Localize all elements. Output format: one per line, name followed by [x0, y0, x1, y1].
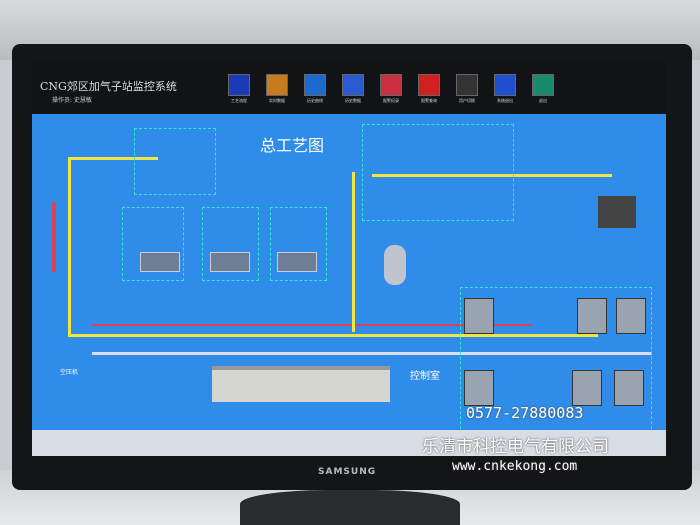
- metering-panel: [362, 124, 514, 221]
- status-bar: [32, 430, 666, 456]
- toolbar-icon: [456, 74, 478, 96]
- toolbar-button[interactable]: 实时数据: [260, 74, 294, 104]
- dispenser[interactable]: [577, 298, 607, 334]
- toolbar-icon: [418, 74, 440, 96]
- toolbar-icon: [228, 74, 250, 96]
- air-compressor-label: 空压机: [60, 369, 79, 376]
- dispenser[interactable]: [464, 298, 494, 334]
- watermark-phone: 0577-27880083: [466, 404, 584, 422]
- control-room-label: 控制室: [410, 371, 440, 382]
- toolbar-label: 历史数据: [345, 98, 361, 103]
- top-bar: CNG郊区加气子站监控系统 操作员: 史慧敏 工艺流程 实时数据 历史曲线 历史数据 报…: [32, 62, 666, 114]
- toolbar-button[interactable]: 报警纪录: [374, 74, 408, 104]
- compressor-panel-2: [202, 207, 259, 281]
- dispenser[interactable]: [614, 370, 644, 406]
- toolbar-button[interactable]: 系统退出: [488, 74, 522, 104]
- toolbar-button[interactable]: 历史数据: [336, 74, 370, 104]
- toolbar-button[interactable]: 历史曲线: [298, 74, 332, 104]
- toolbar-label: 退出: [539, 98, 547, 103]
- station-building: [212, 366, 390, 402]
- dispenser[interactable]: [464, 370, 494, 406]
- watermark-company: 乐清市科控电气有限公司: [422, 437, 609, 457]
- compressor-3[interactable]: [277, 252, 317, 272]
- storage-panel: [134, 128, 216, 195]
- pipe: [68, 157, 71, 337]
- toolbar-icon: [342, 74, 364, 96]
- pipe: [372, 174, 612, 177]
- pipe: [92, 352, 652, 355]
- toolbar-icon: [532, 74, 554, 96]
- toolbar-icon: [266, 74, 288, 96]
- toolbar-label: 用户切换: [459, 98, 475, 103]
- toolbar-button[interactable]: 用户切换: [450, 74, 484, 104]
- dispenser[interactable]: [572, 370, 602, 406]
- scada-screen: CNG郊区加气子站监控系统 操作员: 史慧敏 工艺流程 实时数据 历史曲线 历史数据 报…: [32, 62, 666, 456]
- diagram-title: 总工艺图: [260, 136, 325, 155]
- toolbar-label: 实时数据: [269, 98, 285, 103]
- equipment-box: [598, 196, 636, 228]
- watermark-url: www.cnkekong.com: [452, 459, 578, 474]
- pipe: [68, 157, 158, 160]
- pipe: [68, 334, 598, 337]
- compressor-panel-3: [270, 207, 327, 281]
- pipe: [352, 172, 355, 332]
- compressor-2[interactable]: [210, 252, 250, 272]
- toolbar-button[interactable]: 退出: [526, 74, 560, 104]
- toolbar-label: 系统退出: [497, 98, 513, 103]
- dispenser-panel: [460, 287, 652, 456]
- app-title: CNG郊区加气子站监控系统: [40, 80, 177, 93]
- toolbar-button[interactable]: 报警查询: [412, 74, 446, 104]
- compressor-panel-1: [122, 207, 184, 281]
- monitor-brand: SAMSUNG: [318, 467, 377, 477]
- operator-label: 操作员: 史慧敏: [52, 97, 92, 104]
- toolbar-label: 报警纪录: [383, 98, 399, 103]
- toolbar-label: 历史曲线: [307, 98, 323, 103]
- toolbar-button[interactable]: 工艺流程: [222, 74, 256, 104]
- pipe: [92, 324, 532, 326]
- toolbar-label: 工艺流程: [231, 98, 247, 103]
- toolbar-icon: [304, 74, 326, 96]
- toolbar-icon: [494, 74, 516, 96]
- toolbar-label: 报警查询: [421, 98, 437, 103]
- buffer-tank: [384, 245, 406, 285]
- compressor-1[interactable]: [140, 252, 180, 272]
- pipe: [52, 202, 56, 272]
- monitor-stand: [240, 490, 460, 525]
- dispenser[interactable]: [616, 298, 646, 334]
- toolbar-icon: [380, 74, 402, 96]
